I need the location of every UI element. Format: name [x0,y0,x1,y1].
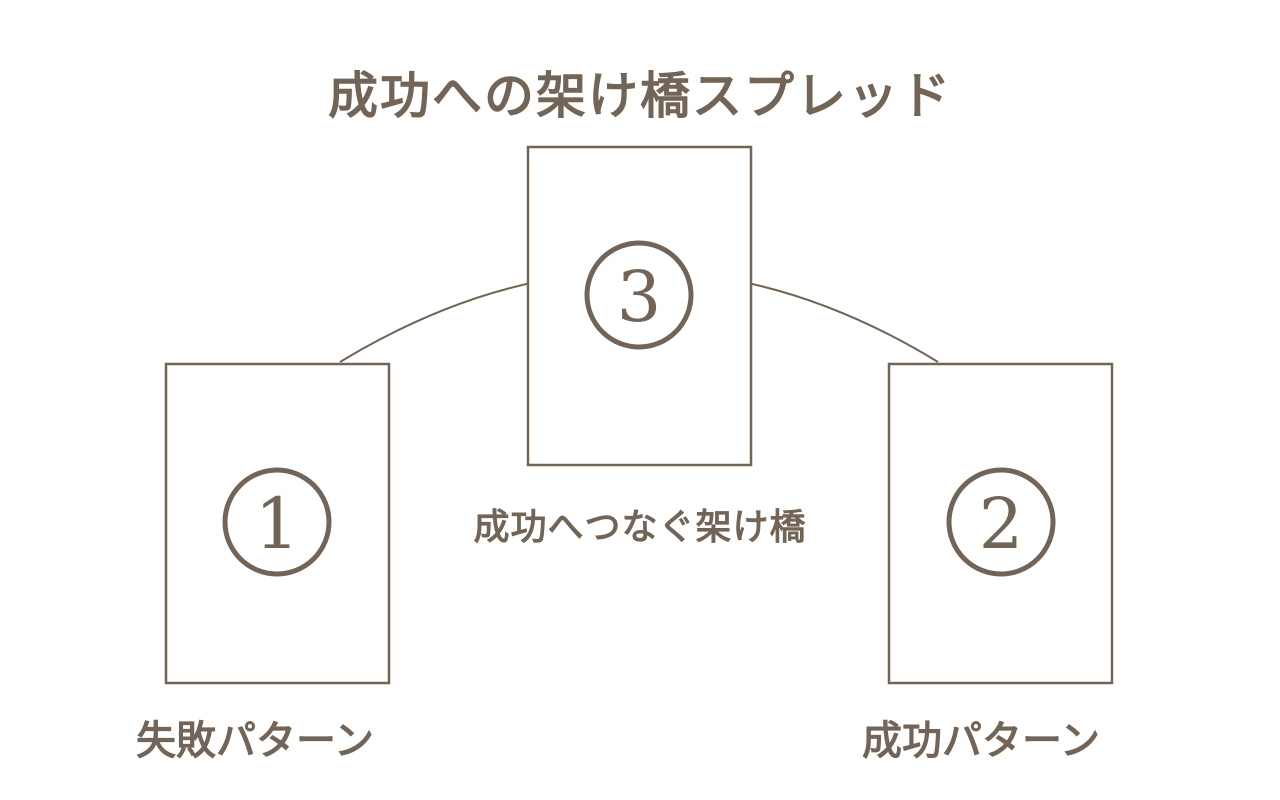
card-label-3: 成功へつなぐ架け橋 [473,507,807,548]
page-title: 成功への架け橋スプレッド [328,67,952,125]
card-label-1: 失敗パターン [136,718,374,764]
number-circle-3 [584,240,694,350]
card-number-1: 1 [255,483,300,565]
number-circle-1 [222,467,332,577]
card-number-2: 2 [979,483,1024,565]
card-2 [887,362,1114,685]
number-circle-2 [946,467,1056,577]
card-3 [526,145,753,467]
card-label-2: 成功パターン [862,718,1100,764]
card-number-3: 3 [617,256,662,338]
card-1 [164,362,391,685]
